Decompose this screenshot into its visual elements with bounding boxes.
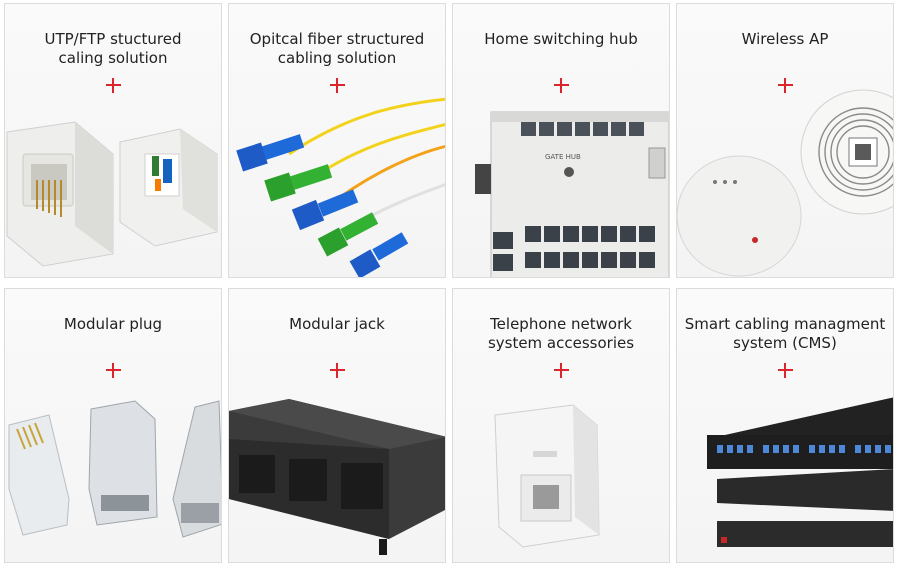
switching-hub-image: GATE HUB bbox=[475, 111, 669, 277]
wireless-ap-image bbox=[677, 89, 893, 277]
product-card-modular-jack[interactable]: Modular jack bbox=[228, 288, 446, 563]
product-title: Home switching hub bbox=[484, 30, 638, 48]
plus-icon[interactable] bbox=[778, 78, 793, 93]
product-title: Modular plug bbox=[63, 315, 163, 333]
phone-coupler-image bbox=[494, 404, 600, 548]
device-label: GATE HUB bbox=[545, 153, 581, 161]
product-card-wireless-ap[interactable]: Wireless AP bbox=[676, 3, 894, 278]
product-card-utp-ftp[interactable]: UTP/FTP stuctured caling solution bbox=[4, 3, 222, 278]
product-card-optical-fiber[interactable]: Opitcal fiber structured cabling solutio… bbox=[228, 3, 446, 278]
product-title: Smart cabling managment system (CMS) bbox=[684, 315, 886, 352]
plus-icon[interactable] bbox=[106, 363, 121, 378]
product-title: Wireless AP bbox=[741, 30, 829, 48]
plus-icon[interactable] bbox=[778, 363, 793, 378]
plus-icon[interactable] bbox=[554, 363, 569, 378]
fiber-patch-cord-image bbox=[236, 97, 445, 277]
plus-icon[interactable] bbox=[554, 78, 569, 93]
product-card-telephone-accessories[interactable]: Telephone network system accessories bbox=[452, 288, 670, 563]
product-card-modular-plug[interactable]: Modular plug bbox=[4, 288, 222, 563]
plus-icon[interactable] bbox=[106, 78, 121, 93]
product-title: UTP/FTP stuctured caling solution bbox=[44, 30, 182, 67]
product-title: Opitcal fiber structured cabling solutio… bbox=[249, 30, 425, 67]
modular-jack-image bbox=[229, 399, 445, 555]
product-title: Modular jack bbox=[289, 315, 385, 333]
product-card-switching-hub[interactable]: GATE HUB Home switching hub bbox=[452, 3, 670, 278]
product-grid: UTP/FTP stuctured caling solution bbox=[4, 3, 894, 563]
plus-icon[interactable] bbox=[330, 363, 345, 378]
keystone-jack-image bbox=[6, 121, 218, 267]
product-card-cms[interactable]: Smart cabling managment system (CMS) bbox=[676, 288, 894, 563]
plus-icon[interactable] bbox=[330, 78, 345, 93]
rj45-plug-image bbox=[8, 400, 221, 538]
product-title: Telephone network system accessories bbox=[487, 315, 635, 352]
patch-panel-image bbox=[707, 397, 893, 547]
